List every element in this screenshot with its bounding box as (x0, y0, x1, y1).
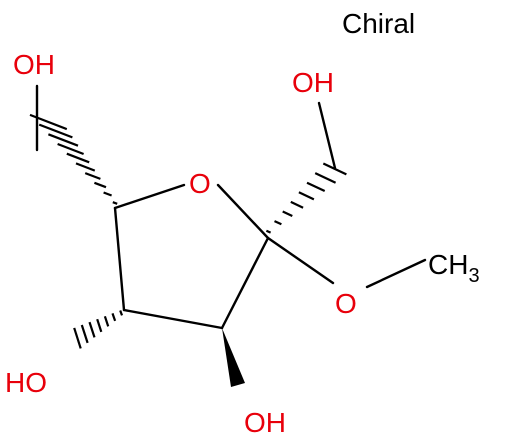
bond-methoxy-o-ch3 (365, 258, 427, 289)
hashed-wedge-c5-ch2 (29, 113, 118, 205)
atom-oh-bottom: OH (244, 407, 286, 438)
atom-oh-top-right: OH (292, 67, 334, 98)
bond-c2-methoxy-o (266, 236, 335, 285)
bond-c5-ring-o (113, 183, 186, 210)
atom-methoxy-oxygen: O (335, 288, 357, 319)
chiral-label: Chiral (342, 8, 415, 39)
bond-ring-o-c2 (216, 183, 270, 240)
bond-c5-c4 (113, 206, 126, 312)
solid-wedge-c3-oh (222, 328, 245, 387)
atom-oh-top-left: OH (13, 49, 55, 80)
hashed-wedge-c4-oh (73, 310, 124, 349)
atom-ho-left: HO (5, 367, 47, 398)
bond-c3-c2 (220, 236, 270, 330)
atom-methyl: CH3 (428, 249, 480, 287)
bond-ch2-oh-right (317, 101, 337, 170)
hashed-wedge-c2-ch2 (265, 162, 347, 234)
atom-ring-oxygen: O (189, 168, 211, 199)
bond-c4-c3 (122, 308, 224, 330)
